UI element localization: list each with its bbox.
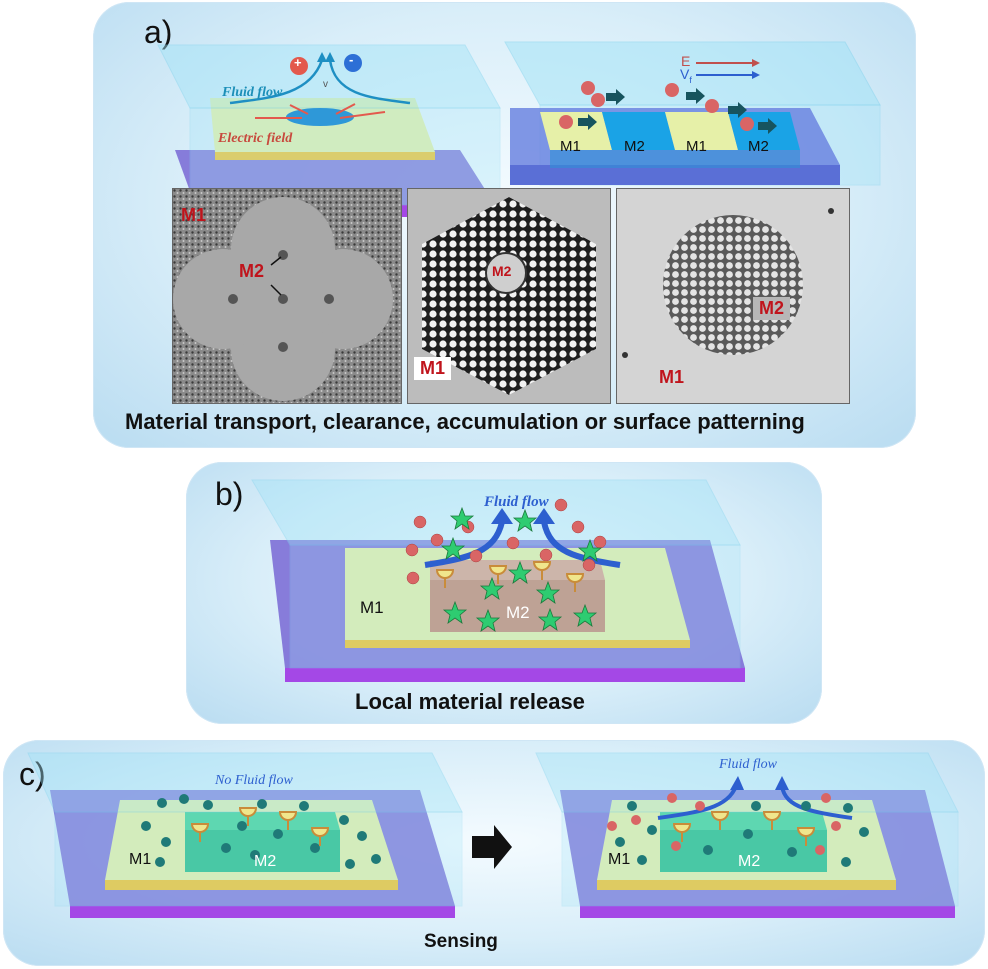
micro3-m2-label: M2 xyxy=(753,297,791,320)
strip-label-2: M2 xyxy=(624,138,645,155)
v-label: V xyxy=(680,66,690,82)
fluid-flow-label-c: Fluid flow xyxy=(719,757,777,772)
v-subscript: f xyxy=(689,74,692,85)
panel-c-right-m2: M2 xyxy=(738,853,761,870)
strip-label-3: M1 xyxy=(686,138,707,155)
strip-label-1: M1 xyxy=(560,138,581,155)
minus-sign: - xyxy=(349,52,354,67)
micro2-m2-label: M2 xyxy=(492,263,512,279)
panel-c-right-m1: M1 xyxy=(608,851,631,868)
vf-label: Vf xyxy=(680,66,692,85)
panel-c-left-m1: M1 xyxy=(129,851,152,868)
e-label: E xyxy=(681,53,691,69)
strip-label-4: M2 xyxy=(748,138,769,155)
panel-c-caption: Sensing xyxy=(424,931,498,952)
panel-b-m2-label: M2 xyxy=(506,603,530,622)
panel-a-label: a) xyxy=(144,14,173,50)
panel-c-left-m2: M2 xyxy=(254,853,277,870)
small-v-label: v xyxy=(323,79,328,90)
micrograph-2: M2 M1 xyxy=(407,188,611,404)
panel-b-caption: Local material release xyxy=(355,689,585,714)
electric-field-label: Electric field xyxy=(218,131,293,146)
micrograph-2-drawing xyxy=(422,197,596,395)
micro1-m2-label: M2 xyxy=(239,261,265,281)
panel-b-label: b) xyxy=(215,476,244,512)
micro3-m1-label: M1 xyxy=(659,367,685,387)
micro2-m1-label: M1 xyxy=(414,357,452,380)
micrograph-3-drawing xyxy=(622,208,834,358)
panel-a-caption: Material transport, clearance, accumulat… xyxy=(125,409,805,434)
no-fluid-flow-label: No Fluid flow xyxy=(215,773,293,788)
fluid-flow-label-b: Fluid flow xyxy=(484,494,549,510)
panel-c-label: c) xyxy=(19,756,46,792)
micrograph-3: M2 M1 xyxy=(616,188,850,404)
micro1-m1-label: M1 xyxy=(181,205,207,225)
plus-sign: + xyxy=(294,55,302,70)
micrograph-1-drawing xyxy=(173,189,401,403)
fluid-flow-label-a: Fluid flow xyxy=(222,85,283,100)
micrograph-1: M1 M2 xyxy=(172,188,402,404)
panel-b-m1-label: M1 xyxy=(360,598,384,617)
